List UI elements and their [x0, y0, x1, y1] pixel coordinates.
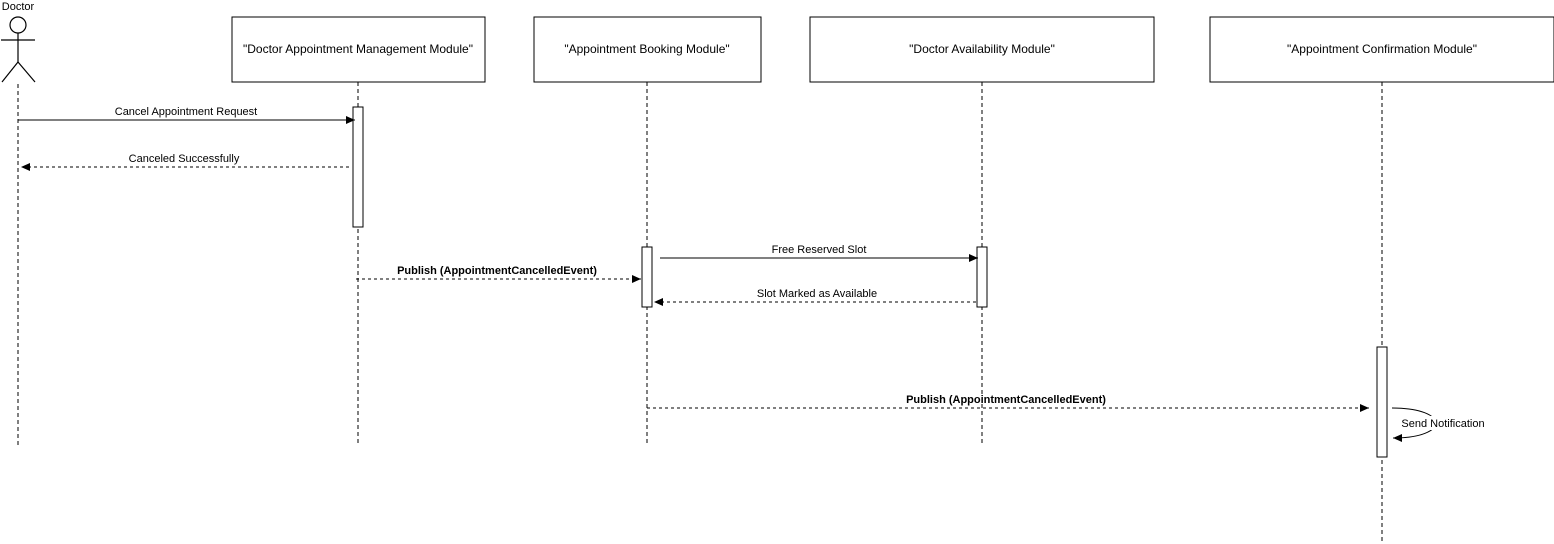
message-cancel-request: Cancel Appointment Request	[18, 106, 355, 124]
message-label: Free Reserved Slot	[772, 244, 867, 256]
message-label: Slot Marked as Available	[757, 288, 877, 300]
activation-avail	[976, 246, 988, 308]
message-free-reserved-slot: Free Reserved Slot	[660, 244, 978, 262]
message-send-notification: Send Notification	[1391, 407, 1486, 442]
message-label: Canceled Successfully	[129, 153, 240, 165]
message-label: Publish (AppointmentCancelledEvent)	[906, 394, 1106, 406]
activation-booking	[641, 246, 653, 308]
participant-label: "Appointment Booking Module"	[564, 42, 729, 56]
actor-name: Doctor	[2, 1, 35, 13]
participant-confirm: "Appointment Confirmation Module"	[1209, 16, 1554, 83]
message-publish-to-confirm: Publish (AppointmentCancelledEvent)	[647, 394, 1369, 412]
participant-booking: "Appointment Booking Module"	[533, 16, 762, 83]
participant-mgmt: "Doctor Appointment Management Module"	[231, 16, 486, 83]
message-label: Send Notification	[1401, 418, 1484, 430]
message-label: Publish (AppointmentCancelledEvent)	[397, 265, 597, 277]
stick-figure-icon	[1, 16, 36, 83]
activation-confirm	[1376, 346, 1388, 458]
participant-label: "Doctor Appointment Management Module"	[243, 42, 473, 56]
participant-label: "Appointment Confirmation Module"	[1287, 42, 1477, 56]
message-slot-marked-available: Slot Marked as Available	[654, 288, 976, 306]
participant-avail: "Doctor Availability Module"	[809, 16, 1155, 83]
message-publish-to-booking: Publish (AppointmentCancelledEvent)	[356, 265, 641, 283]
activation-mgmt	[352, 106, 364, 228]
message-canceled-successfully: Canceled Successfully	[21, 153, 349, 171]
actor-doctor: Doctor	[1, 1, 36, 83]
message-label: Cancel Appointment Request	[115, 106, 257, 118]
participant-label: "Doctor Availability Module"	[909, 42, 1055, 56]
